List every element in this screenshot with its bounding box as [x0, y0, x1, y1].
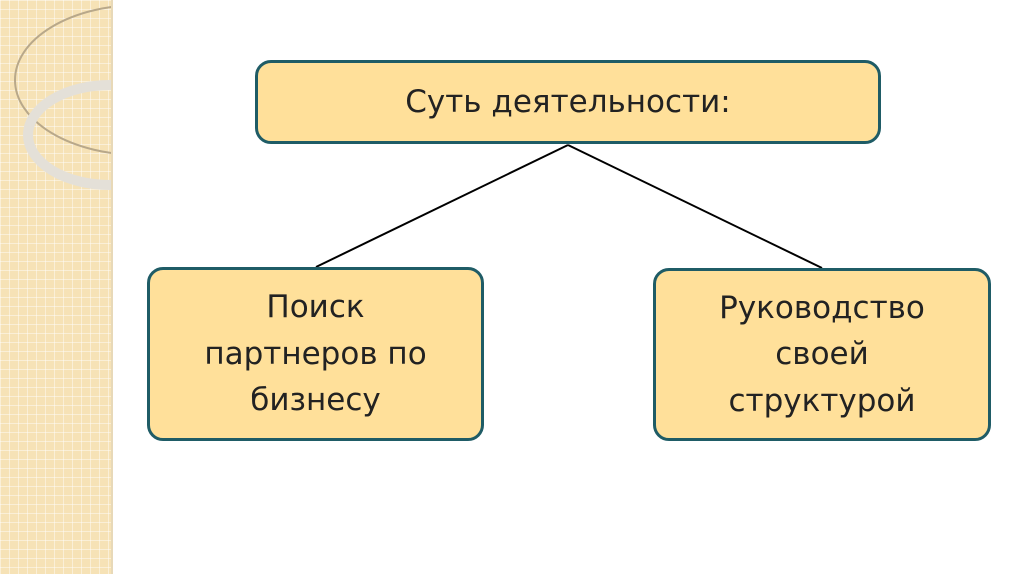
child-label-right: Руководство своей структурой: [719, 289, 925, 419]
sidebar-divider: [111, 0, 113, 574]
connector-right: [567, 144, 823, 269]
child-node-right: Руководство своей структурой: [653, 268, 991, 441]
connector-left: [315, 144, 569, 268]
root-node: Суть деятельности:: [255, 60, 881, 144]
child-label-left: Поиск партнеров по бизнесу: [204, 289, 427, 419]
child-node-left: Поиск партнеров по бизнесу: [147, 267, 484, 441]
ring-decoration-icon: [14, 5, 112, 190]
decorative-sidebar: [0, 0, 112, 574]
root-label: Суть деятельности:: [405, 83, 731, 120]
